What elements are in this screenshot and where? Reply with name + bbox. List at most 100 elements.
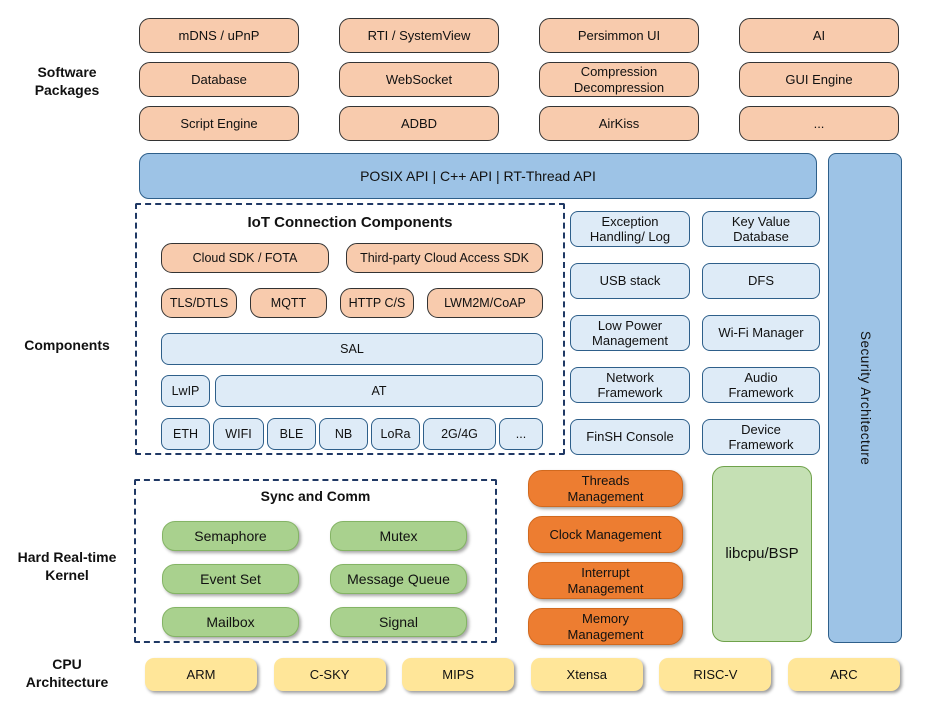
sync-and-comm-title: Sync and Comm	[260, 488, 371, 504]
box-mailbox: Mailbox	[162, 607, 299, 637]
box-interface-ellipsis: ...	[499, 418, 543, 450]
box-arm: ARM	[145, 658, 257, 691]
box-label: FinSH Console	[586, 429, 674, 445]
box-label: Wi-Fi Manager	[718, 325, 804, 341]
section-label-components: Components	[24, 337, 110, 353]
box-http-cs: HTTP C/S	[340, 288, 414, 318]
package-label: GUI Engine	[785, 71, 853, 87]
package-box-gui-engine: GUI Engine	[739, 62, 899, 97]
security-architecture-bar: Security Architecture	[828, 153, 902, 643]
box-label: DFS	[748, 273, 774, 289]
component-services-grid: Exception Handling/ Log Key Value Databa…	[570, 211, 820, 455]
box-label: Low Power Management	[592, 317, 668, 348]
package-label: mDNS / uPnP	[178, 27, 260, 43]
box-label: Memory Management	[567, 611, 644, 642]
section-label-software-packages: Software Packages	[34, 64, 100, 99]
box-third-party-cloud-sdk: Third-party Cloud Access SDK	[346, 243, 543, 273]
cpu-architecture-row: ARM C-SKY MIPS Xtensa RISC-V ARC	[145, 658, 900, 691]
package-label: RTI / SystemView	[367, 27, 471, 43]
package-box-adbd: ADBD	[339, 106, 499, 141]
box-tls-dtls: TLS/DTLS	[161, 288, 237, 318]
box-at: AT	[215, 375, 543, 407]
package-label: AI	[812, 27, 826, 43]
box-label: Xtensa	[566, 666, 608, 682]
box-label: Mutex	[379, 527, 418, 544]
box-lwip: LwIP	[161, 375, 210, 407]
box-key-value-database: Key Value Database	[702, 211, 820, 247]
package-box-compression: Compression Decompression	[539, 62, 699, 97]
box-label: LWM2M/CoAP	[444, 295, 526, 310]
box-label: 2G/4G	[441, 426, 478, 441]
box-lwm2m-coap: LWM2M/CoAP	[427, 288, 543, 318]
box-wifi: WIFI	[213, 418, 264, 450]
box-label: HTTP C/S	[348, 295, 406, 310]
package-box-mdns-upnp: mDNS / uPnP	[139, 18, 299, 53]
box-label: Third-party Cloud Access SDK	[360, 250, 529, 265]
package-box-ai: AI	[739, 18, 899, 53]
box-label: MQTT	[270, 295, 307, 310]
box-eth: ETH	[161, 418, 210, 450]
iot-interface-row: ETH WIFI BLE NB LoRa 2G/4G ...	[161, 418, 543, 450]
box-mqtt: MQTT	[250, 288, 327, 318]
package-label: Compression Decompression	[573, 64, 665, 95]
box-2g4g: 2G/4G	[423, 418, 496, 450]
box-signal: Signal	[330, 607, 467, 637]
iot-stack-row: LwIP AT	[161, 375, 543, 407]
box-label: TLS/DTLS	[169, 295, 229, 310]
box-sal: SAL	[161, 333, 543, 365]
box-label: ...	[515, 426, 527, 441]
package-box-script-engine: Script Engine	[139, 106, 299, 141]
api-bar: POSIX API | C++ API | RT-Thread API	[139, 153, 817, 199]
box-label: Network Framework	[597, 369, 663, 400]
package-box-airkiss: AirKiss	[539, 106, 699, 141]
box-mips: MIPS	[402, 658, 515, 691]
api-bar-label: POSIX API | C++ API | RT-Thread API	[360, 167, 596, 184]
section-label-kernel: Hard Real-time Kernel	[17, 549, 117, 584]
iot-connection-components-group: IoT Connection Components Cloud SDK / FO…	[135, 203, 565, 455]
package-box-persimmon-ui: Persimmon UI	[539, 18, 699, 53]
package-label: ADBD	[400, 115, 438, 131]
box-clock-management: Clock Management	[528, 516, 683, 553]
package-label: WebSocket	[385, 71, 453, 87]
box-libcpu-bsp: libcpu/BSP	[712, 466, 812, 642]
box-label: Message Queue	[347, 570, 450, 587]
box-label: Semaphore	[194, 527, 267, 544]
box-label: USB stack	[599, 273, 661, 289]
box-network-framework: Network Framework	[570, 367, 690, 403]
iot-group-title: IoT Connection Components	[247, 214, 453, 231]
box-label: Exception Handling/ Log	[589, 213, 671, 244]
box-label: Signal	[379, 613, 418, 630]
package-label: Database	[191, 71, 247, 87]
box-label: WIFI	[225, 426, 252, 441]
package-label: Persimmon UI	[577, 27, 661, 43]
box-label: AT	[371, 383, 387, 398]
box-interrupt-management: Interrupt Management	[528, 562, 683, 599]
sync-and-comm-group: Sync and Comm Semaphore Mutex Event Set …	[134, 479, 497, 643]
iot-sal-row: SAL	[161, 333, 543, 365]
box-device-framework: Device Framework	[702, 419, 820, 455]
box-lora: LoRa	[371, 418, 420, 450]
box-label: Audio Framework	[728, 369, 794, 400]
sync-and-comm-grid: Semaphore Mutex Event Set Message Queue …	[162, 521, 467, 637]
box-label: LwIP	[171, 383, 200, 398]
box-nb: NB	[319, 418, 368, 450]
package-box-database: Database	[139, 62, 299, 97]
box-label: RISC-V	[693, 666, 738, 682]
package-label: Script Engine	[180, 115, 258, 131]
box-label: C-SKY	[309, 666, 350, 682]
section-label-cpu-architecture: CPU Architecture	[25, 656, 109, 691]
package-label: ...	[813, 115, 825, 131]
iot-protocol-row: TLS/DTLS MQTT HTTP C/S LWM2M/CoAP	[161, 288, 543, 318]
box-label: Cloud SDK / FOTA	[192, 250, 298, 265]
box-exception-handling-log: Exception Handling/ Log	[570, 211, 690, 247]
package-box-rti-systemview: RTI / SystemView	[339, 18, 499, 53]
box-label: libcpu/BSP	[725, 545, 799, 563]
box-xtensa: Xtensa	[530, 658, 643, 691]
box-ble: BLE	[267, 418, 316, 450]
box-label: LoRa	[380, 426, 411, 441]
box-arc: ARC	[787, 658, 900, 691]
package-box-ellipsis: ...	[739, 106, 899, 141]
box-semaphore: Semaphore	[162, 521, 299, 551]
box-label: Threads Management	[567, 473, 644, 504]
